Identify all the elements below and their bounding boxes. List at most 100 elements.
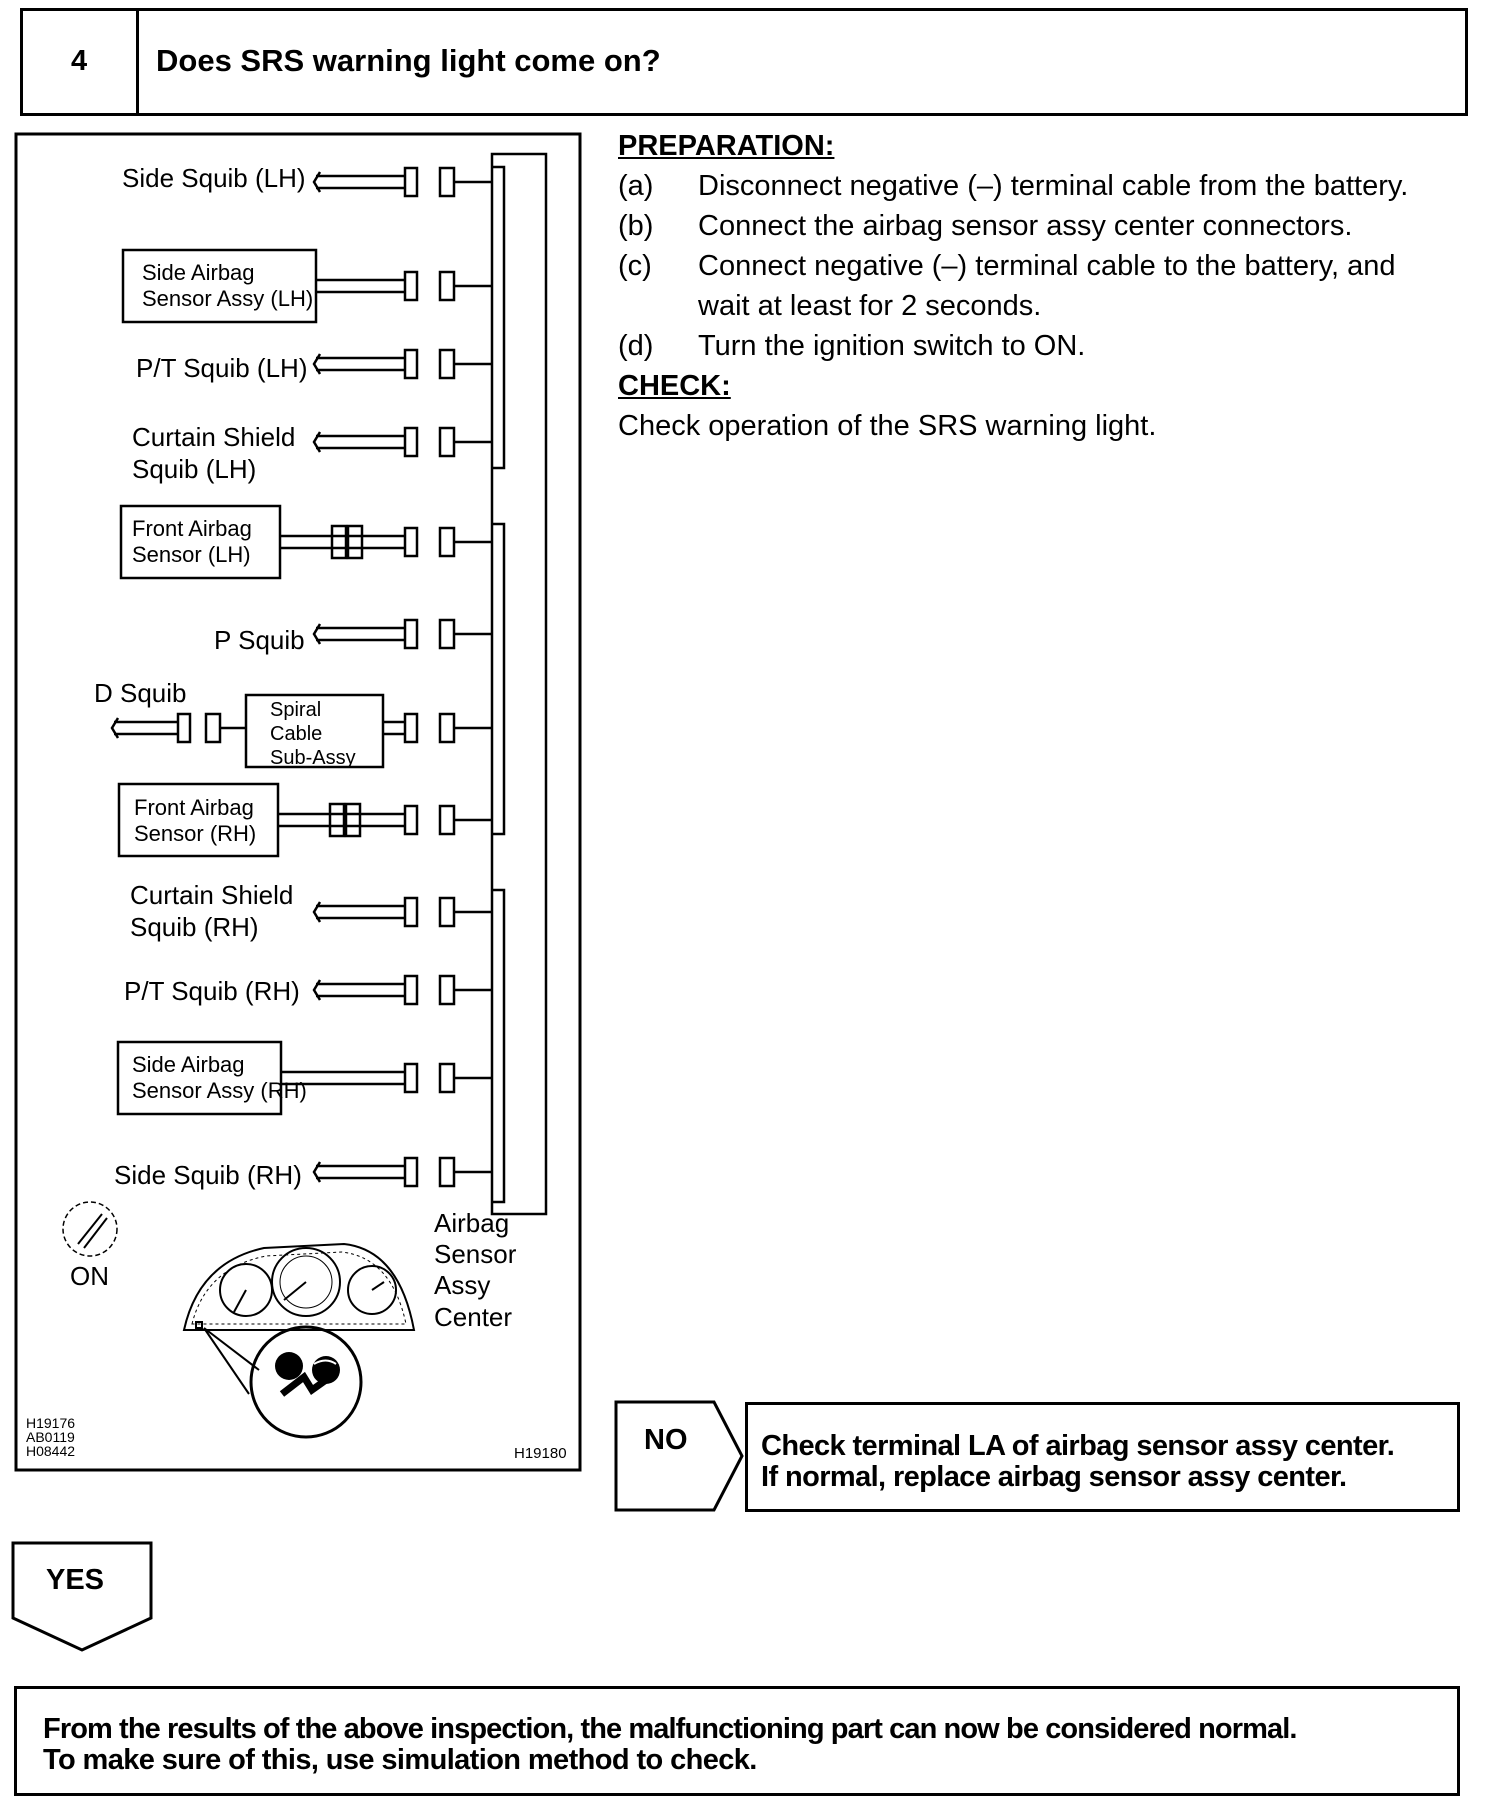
prep-step-label: (c): [618, 250, 652, 282]
squib-end: [312, 1161, 322, 1183]
inline-connector: [328, 802, 346, 838]
prep-step-b: (b) Connect the airbag sensor assy cente…: [618, 206, 1468, 246]
label-side-squib-rh: Side Squib (RH): [114, 1160, 302, 1190]
label-curtain-rh-2: Squib (RH): [130, 912, 259, 942]
label-front-sensor-rh-2: Sensor (RH): [134, 821, 256, 846]
yes-arrow-shape: [11, 1541, 153, 1652]
harness-plug: [403, 166, 419, 198]
label-front-sensor-rh-1: Front Airbag: [134, 795, 254, 820]
prep-step-text: Turn the ignition switch to ON.: [698, 330, 1086, 362]
center-label-1: Airbag: [434, 1208, 509, 1238]
label-spiral-3: Sub-Assy: [270, 747, 356, 769]
label-curtain-rh-1: Curtain Shield: [130, 880, 293, 910]
squib-end: [312, 171, 322, 193]
harness-plug: [176, 712, 192, 744]
center-socket: [438, 526, 456, 558]
center-label-2: Sensor: [434, 1239, 517, 1269]
label-spiral-1: Spiral: [270, 699, 321, 721]
center-label-4: Center: [434, 1302, 512, 1332]
label-front-sensor-lh-1: Front Airbag: [132, 516, 252, 541]
prep-step-c: (c) Connect negative (–) terminal cable …: [618, 246, 1468, 326]
center-socket: [438, 1062, 456, 1094]
wiring-diagram: Side Squib (LH) Side Airbag Sensor Assy …: [14, 132, 582, 1472]
prep-step-label: (b): [618, 210, 654, 242]
inline-connector: [344, 802, 362, 838]
step-header: 4 Does SRS warning light come on?: [20, 8, 1468, 116]
squib-end: [312, 431, 322, 453]
squib-end: [312, 979, 322, 1001]
result-line-1: From the results of the above inspection…: [43, 1713, 1297, 1745]
label-side-sensor-lh-2: Sensor Assy (LH): [142, 286, 313, 311]
airbag-warning-icon: [275, 1352, 340, 1397]
spiral-cable-box: [244, 693, 385, 769]
front-sensor-rh-box: [117, 782, 280, 858]
squib-end: [312, 623, 322, 645]
prep-step-text: Disconnect negative (–) terminal cable f…: [698, 170, 1409, 202]
center-socket: [438, 618, 456, 650]
harness-plug: [403, 712, 419, 744]
label-curtain-lh-2: Squib (LH): [132, 454, 256, 484]
front-sensor-lh-box: [119, 504, 282, 580]
label-side-squib-lh: Side Squib (LH): [122, 163, 306, 193]
harness-plug: [403, 974, 419, 1006]
prep-step-label: (a): [618, 170, 654, 202]
harness-plug: [403, 348, 419, 380]
preparation-heading: PREPARATION:: [618, 130, 835, 162]
result-line-2: To make sure of this, use simulation met…: [43, 1744, 757, 1776]
center-socket: [438, 426, 456, 458]
fig-code-left-2: AB0119: [26, 1429, 75, 1445]
label-p-squib: P Squib: [214, 625, 305, 655]
center-socket: [438, 712, 456, 744]
connector-lines: [110, 152, 548, 1216]
label-pt-squib-lh: P/T Squib (LH): [136, 353, 307, 383]
fig-code-left-1: H19176: [26, 1415, 75, 1431]
label-d-squib: D Squib: [94, 678, 187, 708]
instrument-cluster-icon: [182, 1242, 416, 1439]
harness-plug: [403, 426, 419, 458]
fig-code-right: H19180: [514, 1445, 567, 1462]
prep-step-text: Connect negative (–) terminal cable to t…: [698, 246, 1395, 326]
harness-plug: [403, 270, 419, 302]
prep-step-label: (d): [618, 330, 654, 362]
no-arrow-shape: [614, 1400, 744, 1512]
harness-plug: [403, 526, 419, 558]
harness-plug: [403, 618, 419, 650]
harness-plug: [403, 804, 419, 836]
center-socket: [438, 804, 456, 836]
preparation-section: PREPARATION: (a) Disconnect negative (–)…: [618, 126, 1468, 446]
no-label: NO: [644, 1424, 688, 1456]
label-side-sensor-rh-2: Sensor Assy (RH): [132, 1078, 307, 1103]
bus-bracket: [492, 165, 506, 470]
check-heading: CHECK:: [618, 370, 731, 402]
center-socket: [438, 1156, 456, 1188]
label-curtain-lh-1: Curtain Shield: [132, 422, 295, 452]
label-side-sensor-lh-1: Side Airbag: [142, 260, 255, 285]
prep-step-a: (a) Disconnect negative (–) terminal cab…: [618, 166, 1468, 206]
center-socket: [438, 270, 456, 302]
harness-plug: [403, 896, 419, 928]
center-socket: [438, 896, 456, 928]
prep-step-text: Connect the airbag sensor assy center co…: [698, 210, 1353, 242]
bus-bracket: [492, 522, 506, 836]
center-socket: [438, 974, 456, 1006]
center-label-3: Assy: [434, 1270, 490, 1300]
fig-code-left-3: H08442: [26, 1443, 75, 1459]
ignition-on-label: ON: [70, 1261, 109, 1291]
side-sensor-rh-box: [116, 1040, 283, 1116]
inline-connector: [330, 524, 348, 560]
step-divider: [136, 11, 139, 113]
inline-connector: [346, 524, 364, 560]
step-question: Does SRS warning light come on?: [156, 43, 661, 78]
prep-step-line: Connect negative (–) terminal cable to t…: [698, 250, 1396, 282]
diagram-frame: [14, 132, 582, 1472]
check-text: Check operation of the SRS warning light…: [618, 410, 1157, 442]
no-action-box: Check terminal LA of airbag sensor assy …: [745, 1402, 1460, 1512]
label-side-sensor-rh-1: Side Airbag: [132, 1052, 245, 1077]
no-action-line-2: If normal, replace airbag sensor assy ce…: [761, 1461, 1347, 1493]
center-socket: [438, 166, 456, 198]
label-pt-squib-rh: P/T Squib (RH): [124, 976, 300, 1006]
harness-plug: [403, 1156, 419, 1188]
prep-step-d: (d) Turn the ignition switch to ON.: [618, 326, 1468, 366]
bus-bracket: [492, 888, 506, 1204]
squib-end: [312, 353, 322, 375]
